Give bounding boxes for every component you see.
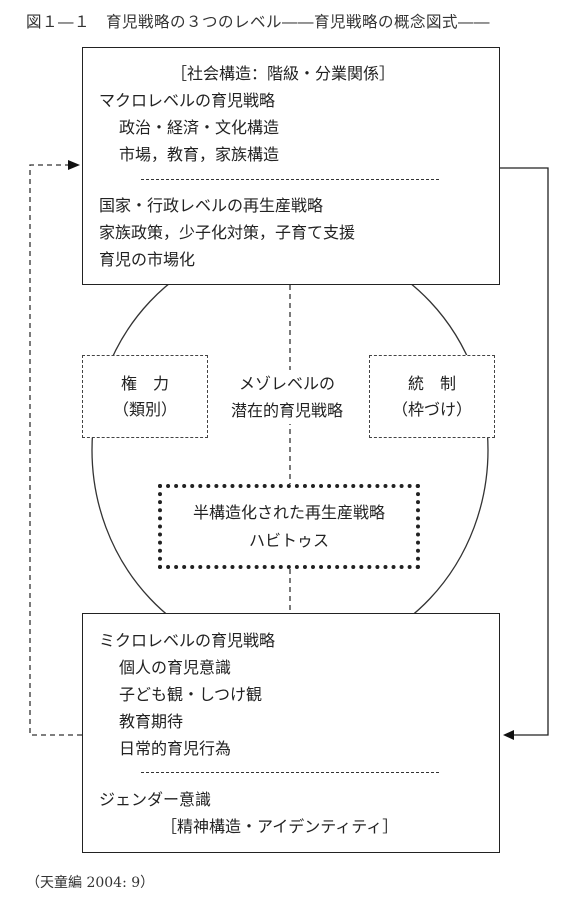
habitus-box: 半構造化された再生産戦略 ハビトゥス	[158, 484, 420, 569]
macro-divider	[141, 179, 439, 180]
social-structure-label: ［社会構造：階級・分業関係］	[171, 64, 396, 83]
state-item-2: 育児の市場化	[99, 250, 196, 269]
control-sub: （枠づけ）	[391, 399, 472, 419]
micro-level-box: ミクロレベルの育児戦略 個人の育児意識 子ども観・しつけ観 教育期待 日常的育児…	[82, 613, 500, 853]
source-citation: （天童編 2004: 9）	[26, 875, 155, 891]
right-arrow-path	[500, 167, 549, 736]
macro-item-2: 市場，教育，家族構造	[119, 145, 280, 164]
micro-divider	[141, 772, 439, 773]
state-heading: 国家・行政レベルの再生産戦略	[99, 196, 324, 215]
mental-structure-label: ［精神構造・アイデンティティ］	[161, 817, 399, 836]
micro-item-3: 教育期待	[119, 712, 184, 731]
right-arrow-head	[503, 730, 514, 740]
control-box: 統 制 （枠づけ）	[369, 355, 495, 438]
left-arrow-head	[68, 160, 80, 170]
micro-heading: ミクロレベルの育児戦略	[99, 631, 276, 650]
macro-heading: マクロレベルの育児戦略	[99, 91, 276, 110]
power-sub: （類別）	[112, 399, 177, 419]
habitus-line-2: ハビトゥス	[248, 530, 329, 550]
meso-level-label: メゾレベルの 潜在的育児戦略	[227, 370, 348, 424]
habitus-line-1: 半構造化された再生産戦略	[192, 502, 385, 522]
meso-line-1: メゾレベルの	[239, 374, 336, 393]
macro-level-box: ［社会構造：階級・分業関係］ マクロレベルの育児戦略 政治・経済・文化構造 市場…	[82, 47, 500, 285]
control-label: 統 制	[407, 373, 456, 393]
power-label: 権 力	[120, 373, 169, 393]
macro-item-1: 政治・経済・文化構造	[119, 118, 280, 137]
meso-line-2: 潜在的育児戦略	[231, 401, 344, 420]
gender-consciousness: ジェンダー意識	[99, 790, 212, 809]
state-item-1: 家族政策，少子化対策，子育て支援	[99, 223, 356, 242]
figure-caption: 図１―１ 育児戦略の３つのレベル――育児戦略の概念図式――	[26, 13, 491, 31]
micro-item-2: 子ども観・しつけ観	[119, 685, 263, 704]
left-dashed-arrow-path	[29, 164, 82, 736]
micro-item-4: 日常的育児行為	[119, 739, 232, 758]
micro-item-1: 個人の育児意識	[119, 658, 232, 677]
power-box: 権 力 （類別）	[82, 355, 208, 438]
